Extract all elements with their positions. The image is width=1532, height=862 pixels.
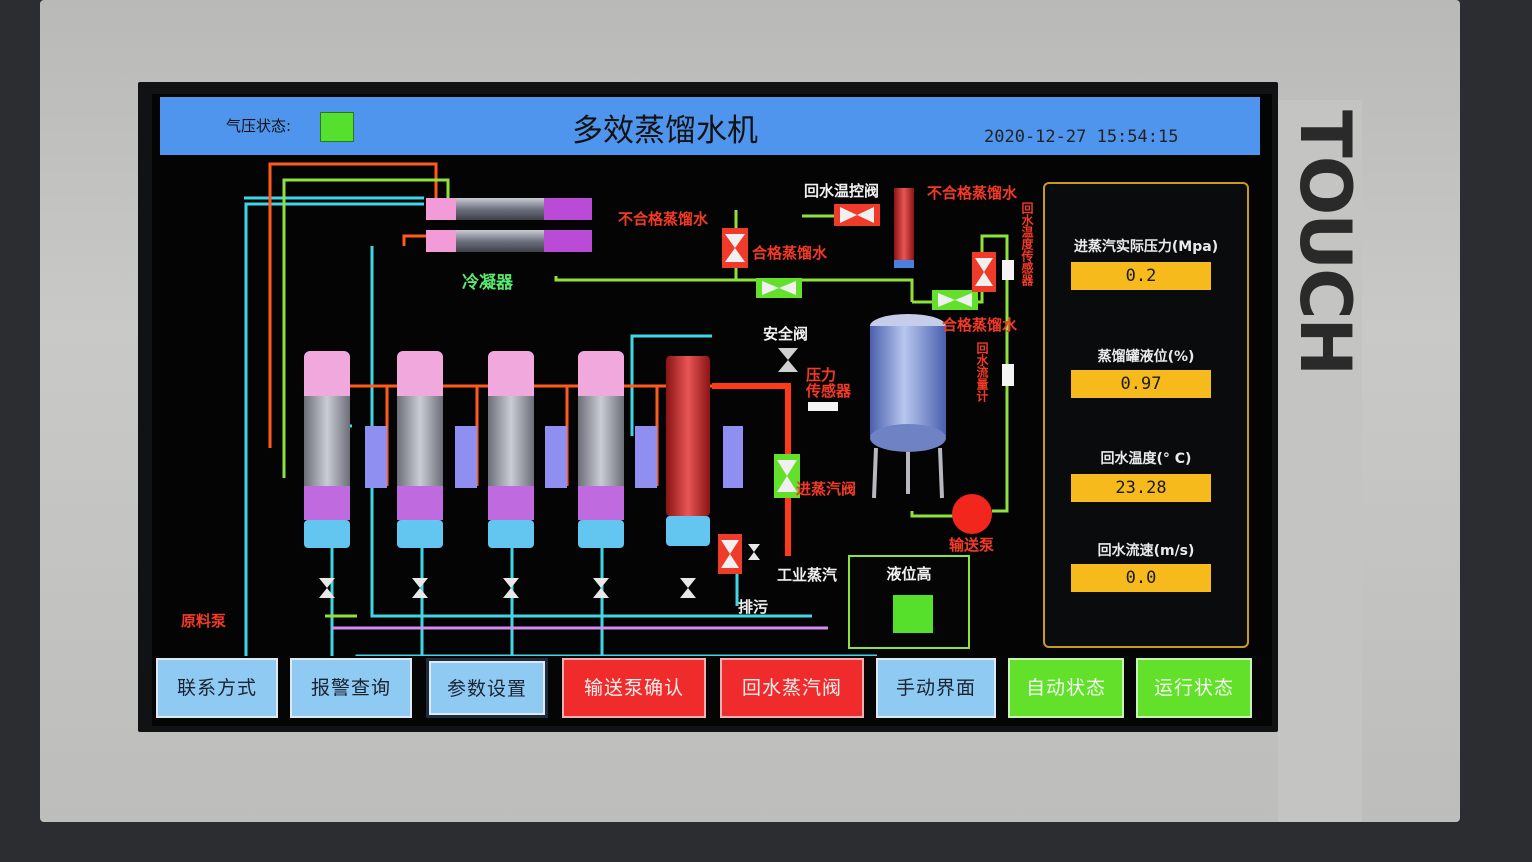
auto-status-button[interactable]: 自动状态 — [1008, 658, 1124, 718]
reject-water-label-right: 不合格蒸馏水 — [927, 184, 1018, 202]
steam-pressure-value: 0.2 — [1071, 262, 1211, 290]
parameter-settings-button[interactable]: 参数设置 — [426, 658, 548, 718]
tank-level-value: 0.97 — [1071, 370, 1211, 398]
raw-pump-label: 原料泵 — [181, 612, 227, 630]
return-temp-valve-label: 回水温控阀 — [804, 182, 880, 200]
datetime-display: 2020-12-27 15:54:15 — [984, 127, 1179, 147]
condenser-label: 冷凝器 — [462, 273, 513, 293]
drain-valves — [319, 578, 696, 598]
level-high-panel: 液位高 — [848, 555, 970, 649]
return-steam-valve-button[interactable]: 回水蒸汽阀 — [720, 658, 864, 718]
return-temp-value: 23.28 — [1071, 474, 1211, 502]
run-status-button[interactable]: 运行状态 — [1136, 658, 1252, 718]
qualified-water-label-right: 合格蒸馏水 — [942, 316, 1018, 334]
return-flow-meter-label: 回水流量计 — [975, 342, 989, 402]
hmi-screen: 气压状态: 多效蒸馏水机 2020-12-27 15:54:15 — [152, 94, 1272, 726]
qualified-water-label-left: 合格蒸馏水 — [752, 244, 828, 262]
tank-level-label: 蒸馏罐液位(%) — [1097, 349, 1195, 365]
return-flow-label: 回水流速(m/s) — [1097, 543, 1195, 559]
title-bar: 气压状态: 多效蒸馏水机 2020-12-27 15:54:15 — [160, 97, 1260, 155]
level-high-indicator — [893, 595, 933, 633]
industrial-steam-label: 工业蒸汽 — [777, 566, 838, 584]
condenser — [426, 198, 592, 252]
pressure-status-indicator — [320, 112, 354, 142]
steam-pressure-label: 进蒸汽实际压力(Mpa) — [1073, 239, 1219, 255]
pipes-green — [282, 178, 1009, 618]
steam-inlet-valve-label: 进蒸汽阀 — [796, 480, 857, 498]
pressure-sensor-icon — [808, 402, 838, 411]
alarm-query-button[interactable]: 报警查询 — [290, 658, 412, 718]
brand-logo: TOUCH — [1284, 110, 1366, 375]
return-temp-sensor-label: 回水温度传感器 — [1020, 202, 1034, 286]
manual-screen-button[interactable]: 手动界面 — [876, 658, 996, 718]
return-cooler — [894, 188, 914, 266]
page-title: 多效蒸馏水机 — [572, 113, 758, 149]
level-high-label: 液位高 — [886, 565, 932, 583]
pressure-sensor-label-2: 传感器 — [806, 382, 852, 400]
steam-pipe — [712, 383, 791, 556]
drain-label: 排污 — [738, 598, 769, 616]
return-flow-value: 0.0 — [1071, 564, 1211, 592]
readings-panel: 进蒸汽实际压力(Mpa) 0.2 蒸馏罐液位(%) 0.97 回水温度(° C)… — [1043, 182, 1249, 648]
transfer-pump-confirm-button[interactable]: 输送泵确认 — [562, 658, 706, 718]
return-cooler-base — [894, 260, 914, 268]
distillation-columns — [304, 351, 743, 548]
safety-valve-label: 安全阀 — [763, 325, 809, 343]
transfer-pump-label: 输送泵 — [949, 536, 995, 554]
button-bar: 联系方式 报警查询 参数设置 输送泵确认 回水蒸汽阀 手动界面 自动状态 运行状… — [152, 656, 1272, 726]
return-temp-label: 回水温度(° C) — [1100, 451, 1192, 467]
device-bezel-side — [1278, 100, 1362, 822]
transfer-pump-icon — [952, 494, 992, 534]
process-diagram — [190, 162, 1014, 699]
valve-icons — [718, 204, 996, 574]
distillate-tank — [870, 314, 946, 499]
flow-meter-icon — [1002, 364, 1014, 386]
temp-sensor-icon — [1002, 260, 1014, 280]
pressure-status-label: 气压状态: — [226, 117, 292, 135]
reject-water-label-left: 不合格蒸馏水 — [618, 210, 709, 228]
pressure-sensor-label-1: 压力 — [806, 366, 837, 384]
contact-button[interactable]: 联系方式 — [156, 658, 278, 718]
